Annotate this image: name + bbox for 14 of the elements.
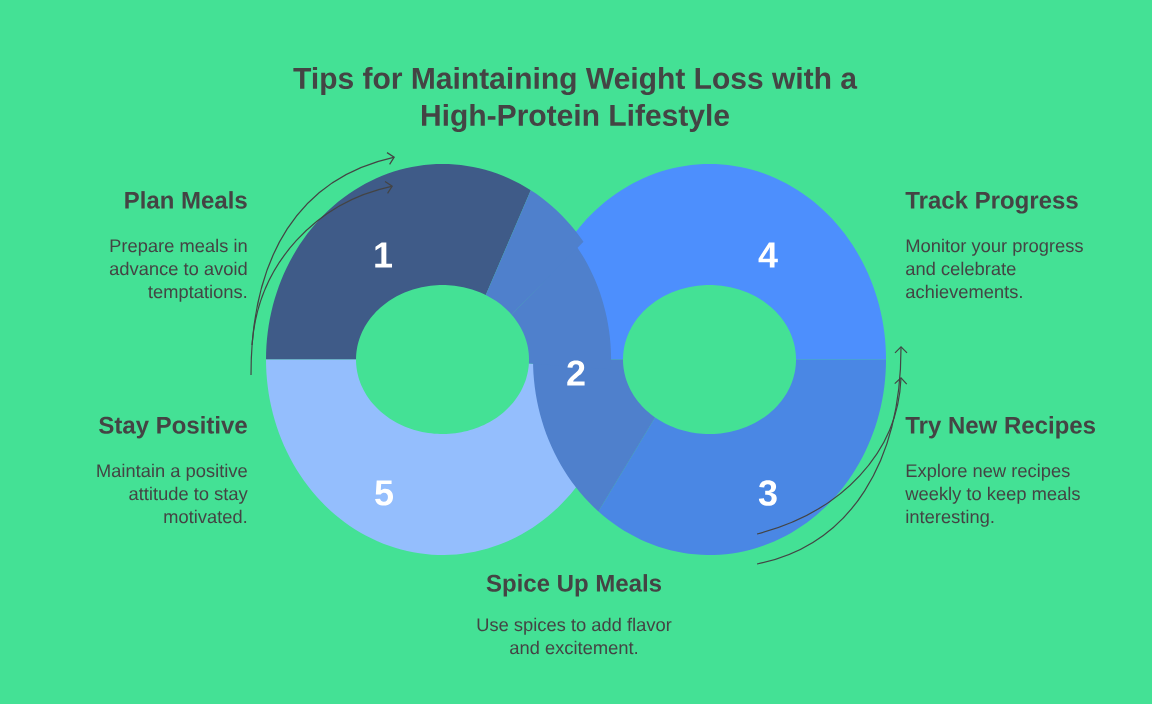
ring-segment: 3 xyxy=(598,359,886,555)
step-heading: Try New Recipes xyxy=(905,416,1095,439)
step-description: Explore new recipes weekly to keep meals interesting. xyxy=(905,463,1080,527)
step-description: Monitor your progress and celebrate achievements. xyxy=(906,238,1083,299)
step-description: Maintain a positive attitude to stay motivated. xyxy=(97,463,248,524)
step-heading: Spice Up Meals xyxy=(486,574,662,597)
step-description: Use spices to add flavor and excitement. xyxy=(477,617,672,655)
step-heading: Track Progress xyxy=(905,191,1078,214)
ring-segment: 1 xyxy=(266,164,531,360)
step-description: Prepare meals in advance to avoid temptations. xyxy=(109,238,247,302)
ring-segment: 2 xyxy=(485,190,656,512)
step-heading: Plan Meals xyxy=(125,191,247,209)
step-heading: Stay Positive xyxy=(99,416,247,439)
title: Tips for Maintaining Weight Loss with a High-Protein Lifestyle xyxy=(293,66,858,133)
